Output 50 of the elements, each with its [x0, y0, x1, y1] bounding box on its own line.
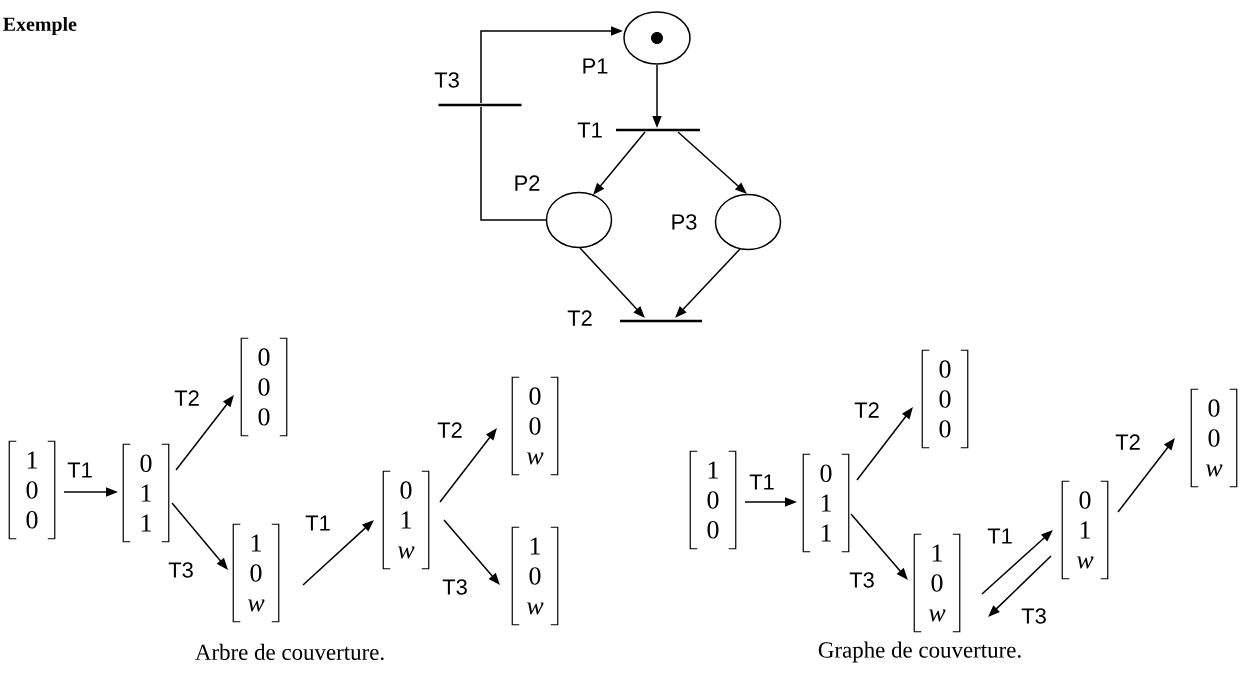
arrow: [850, 513, 908, 580]
arrow: [593, 131, 646, 195]
arrow: [677, 131, 747, 194]
edge-label: T3: [1020, 607, 1048, 625]
transition-label: T1: [577, 122, 602, 138]
column-vector: 1 0 0: [8, 440, 56, 540]
arrow: [856, 407, 913, 481]
edge-label: T1: [66, 461, 94, 479]
edge-label: T1: [748, 473, 776, 491]
place-circle: [545, 191, 613, 249]
column-vector: 0 0 w: [1190, 388, 1238, 488]
place-circle: [714, 193, 782, 251]
edge-label: T2: [173, 389, 201, 407]
column-vector: 0 1 w: [382, 470, 430, 570]
column-vector: 0 1 w: [1061, 480, 1109, 580]
arrow: [988, 555, 1052, 617]
transition-bar: [438, 103, 522, 107]
arrow: [439, 428, 497, 503]
transition-label: T2: [567, 310, 592, 326]
edge-label: T3: [167, 561, 195, 579]
arrow: [579, 247, 645, 318]
edge-label: T1: [986, 527, 1014, 545]
edge-label: T3: [848, 571, 876, 589]
arrow: [175, 395, 234, 471]
column-vector: 0 1 1: [802, 453, 850, 553]
edge-label: T2: [1114, 433, 1142, 451]
place-label: P1: [583, 58, 608, 74]
column-vector: 1 0 w: [913, 533, 961, 633]
column-vector: 1 0 w: [511, 526, 559, 626]
column-vector: 0 0 0: [921, 349, 969, 449]
column-vector: 0 0 0: [240, 337, 288, 437]
arrow: [981, 530, 1053, 595]
edge-label: T1: [304, 514, 332, 532]
title: Exemple: [3, 16, 77, 35]
arrow: [443, 519, 500, 585]
place-label: P3: [672, 214, 697, 230]
column-vector: 0 0 w: [511, 376, 559, 476]
edge-label: T2: [436, 421, 464, 439]
arrow: [302, 520, 374, 586]
arrow: [675, 248, 741, 318]
place-circle: [623, 11, 691, 65]
edge-label: T3: [441, 578, 469, 596]
arrow: [171, 502, 228, 570]
column-vector: 0 1 1: [122, 443, 170, 543]
place-label: P2: [515, 175, 540, 191]
transition-label: T3: [434, 72, 459, 88]
column-vector: 1 0 0: [689, 450, 737, 550]
arrow: [1117, 438, 1175, 513]
column-vector: 1 0 w: [232, 523, 280, 623]
edge-label: T2: [853, 401, 881, 419]
